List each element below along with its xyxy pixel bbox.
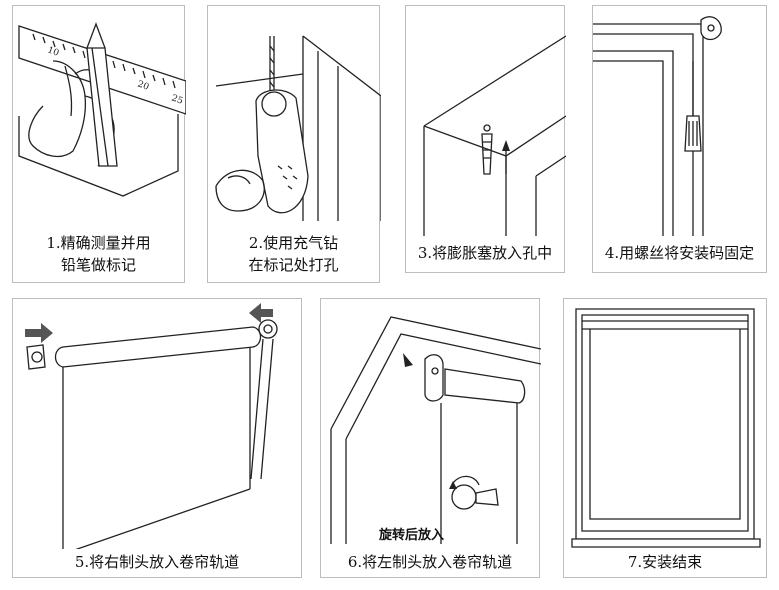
step-1-caption: 1.精确测量并用 铅笔做标记 <box>13 232 184 276</box>
ruler-mark-20: 20 <box>136 79 150 92</box>
step-3-line1: 3.将膨胀塞放入孔中 <box>417 244 553 262</box>
step-6-panel: 旋转后放入 6.将左制头放入卷帘轨道 <box>320 298 541 578</box>
screwdriver-illustration <box>593 16 722 236</box>
finished-blind-illustration <box>571 308 761 548</box>
wall-plug-illustration <box>423 35 566 236</box>
step-2-line2: 在标记处打孔 <box>248 256 339 274</box>
step-3-caption: 3.将膨胀塞放入孔中 <box>406 242 564 264</box>
step-7-line1: 7.安装结束 <box>627 553 703 571</box>
end-cap-illustration <box>330 316 541 544</box>
step-1-line2: 铅笔做标记 <box>60 256 136 274</box>
step-3-panel: 3.将膨胀塞放入孔中 <box>405 5 566 273</box>
step-5-panel: 5.将右制头放入卷帘轨道 <box>12 298 302 578</box>
ruler-mark-10: 10 <box>46 45 60 58</box>
hand-pencil-illustration: 10 20 25 <box>18 22 186 197</box>
step-1-panel: 10 20 25 1.精确测量并用 铅笔做标记 <box>12 5 186 283</box>
step-4-line1: 4.用螺丝将安装码固定 <box>604 244 755 262</box>
step-6-line1: 6.将左制头放入卷帘轨道 <box>347 553 513 571</box>
step-1-line1: 1.精确测量并用 <box>46 234 151 252</box>
step-2-panel: 2.使用充气钻 在标记处打孔 <box>207 5 381 283</box>
step-4-panel: 4.用螺丝将安装码固定 <box>592 5 767 273</box>
ruler-mark-25: 25 <box>170 93 184 106</box>
step-5-line1: 5.将右制头放入卷帘轨道 <box>74 553 240 571</box>
roller-blind-illustration <box>25 303 278 549</box>
step-2-line1: 2.使用充气钻 <box>248 234 339 252</box>
rotate-annotation: 旋转后放入 <box>379 528 445 543</box>
step-7-caption: 7.安装结束 <box>564 551 766 573</box>
step-5-caption: 5.将右制头放入卷帘轨道 <box>13 551 301 573</box>
step-6-caption: 6.将左制头放入卷帘轨道 <box>321 551 539 573</box>
step-4-caption: 4.用螺丝将安装码固定 <box>593 242 766 264</box>
drill-illustration <box>215 35 381 221</box>
step-2-caption: 2.使用充气钻 在标记处打孔 <box>208 232 379 276</box>
step-7-panel: 7.安装结束 <box>563 298 767 578</box>
